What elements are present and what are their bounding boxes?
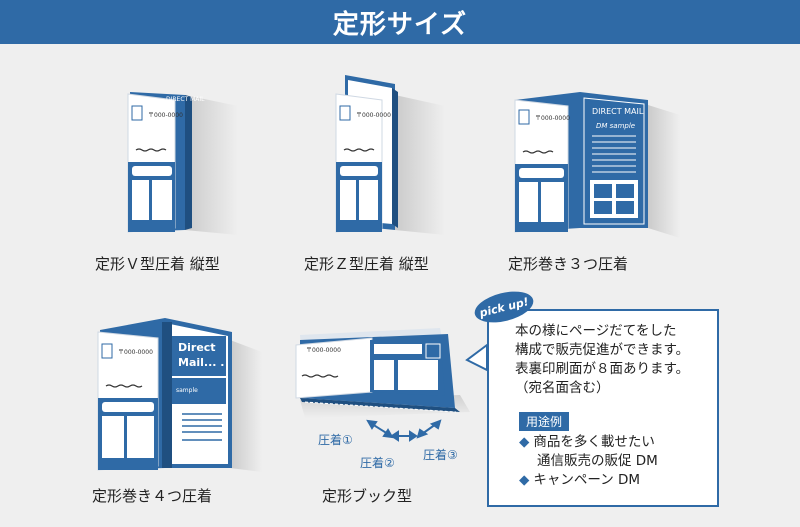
z-fold-stamp xyxy=(339,105,351,121)
z-fold-reply-header xyxy=(340,166,378,176)
fold-types-diagram: 〒000-0000 DIRECT MAIL 〒000-0000 xyxy=(0,44,800,527)
book-address xyxy=(301,374,339,378)
flow-arrow-1-head-a xyxy=(366,419,378,430)
roll4-mockup: Direct Mail... . sample 〒000-0000 xyxy=(97,318,262,472)
caption-roll3: 定形巻き３つ圧着 xyxy=(508,255,629,273)
book-mockup: 〒000-0000 xyxy=(295,328,470,418)
z-fold-postal: 〒000-0000 xyxy=(356,112,391,119)
roll4-postal: 〒000-0000 xyxy=(118,349,153,356)
caption-z-fold: 定形Ｚ型圧着 縦型 xyxy=(304,255,429,273)
roll4-body-lines xyxy=(182,413,222,441)
diamond-bullet-icon: ◆ xyxy=(519,472,530,488)
roll3-subtitle: DM sample xyxy=(596,122,635,130)
caption-book: 定形ブック型 xyxy=(322,487,413,505)
z-fold-address xyxy=(343,148,375,152)
callout-desc-line-2: 構成で販売促進ができます。 xyxy=(515,342,690,358)
usage-item-2: ◆キャンペーン DM xyxy=(519,472,641,488)
flow-label-3: 圧着③ xyxy=(423,448,458,462)
z-fold-shadow xyxy=(395,95,445,235)
flow-arrows xyxy=(366,419,442,442)
z-fold-reply-box-2 xyxy=(359,180,378,220)
roll3-title: DIRECT MAIL xyxy=(592,107,644,116)
v-fold-edge-label: DIRECT MAIL xyxy=(166,96,205,103)
v-fold-reply-box-2 xyxy=(152,180,172,220)
mockups-svg: 〒000-0000 DIRECT MAIL 〒000-0000 xyxy=(97,75,680,472)
roll4-headline-1: Direct xyxy=(178,341,216,354)
v-fold-mockup: 〒000-0000 DIRECT MAIL xyxy=(127,92,238,235)
v-fold-spine xyxy=(185,95,192,230)
roll4-headline-2: Mail... . xyxy=(178,356,224,369)
page-header: 定形サイズ xyxy=(0,0,800,44)
usage-item-1: ◆商品を多く載せたい 通信販売の販促 DM xyxy=(519,434,658,469)
roll3-shadow xyxy=(648,105,680,238)
callout-desc-line-3: 表裏印刷面が８面あります。 xyxy=(515,361,690,377)
pickup-callout: 本の様にページだてをした 構成で販売促進ができます。 表裏印刷面が８面あります。… xyxy=(487,309,719,507)
roll3-body-lines xyxy=(592,135,636,173)
z-fold-mockup: 〒000-0000 xyxy=(335,75,445,235)
v-fold-address xyxy=(135,148,167,152)
v-fold-stamp xyxy=(131,105,143,121)
roll3-postal: 〒000-0000 xyxy=(535,115,570,122)
roll4-headline-box xyxy=(172,336,226,376)
roll4-shadow xyxy=(230,340,262,472)
book-perforation xyxy=(304,401,457,413)
callout-desc-line-4: （宛名面含む） xyxy=(515,380,610,396)
page-title: 定形サイズ xyxy=(332,9,468,40)
book-bottom-edge xyxy=(300,398,460,412)
diamond-bullet-icon: ◆ xyxy=(519,434,530,450)
callout-desc-line-1: 本の様にページだてをした xyxy=(515,323,677,339)
book-right-header xyxy=(374,344,422,354)
usage-tag: 用途例 xyxy=(519,412,570,431)
usage-list: ◆商品を多く載せたい 通信販売の販促 DM ◆キャンペーン DM xyxy=(519,433,658,490)
callout-tail xyxy=(465,343,488,372)
v-fold-reply-box-1 xyxy=(132,180,149,220)
v-fold-shadow xyxy=(185,95,238,235)
roll4-spine xyxy=(162,322,172,468)
v-fold-postal: 〒000-0000 xyxy=(148,112,183,119)
book-postal: 〒000-0000 xyxy=(306,347,341,354)
flow-label-1: 圧着① xyxy=(318,433,353,447)
flow-arrow-1-head-b xyxy=(382,428,394,439)
roll3-mockup: DIRECT MAIL DM sample 〒000-0000 xyxy=(514,92,680,238)
z-fold-reply-box-1 xyxy=(340,180,356,220)
roll4-sample: sample xyxy=(176,387,198,394)
caption-v-fold: 定形Ｖ型圧着 縦型 xyxy=(95,255,220,273)
z-fold-spine xyxy=(392,88,398,228)
caption-roll4: 定形巻き４つ圧着 xyxy=(92,487,213,505)
flow-label-2: 圧着② xyxy=(360,456,395,470)
v-fold-reply-header xyxy=(132,166,172,176)
callout-description: 本の様にページだてをした 構成で販売促進ができます。 表裏印刷面が８面あります。… xyxy=(515,322,689,398)
